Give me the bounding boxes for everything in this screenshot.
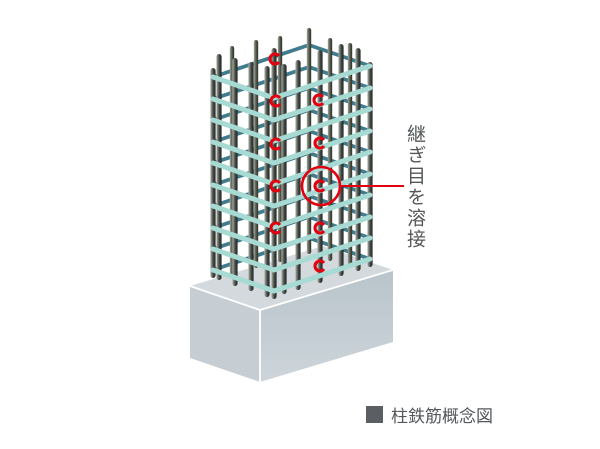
- hoop-front-edges: [210, 63, 373, 294]
- weld-marks: [268, 52, 326, 273]
- weld-joint-label: 継ぎ目を溶接: [403, 124, 425, 250]
- caption-text: 柱鉄筋概念図: [391, 407, 493, 426]
- weld-annotation: [300, 165, 404, 207]
- caption-square-marker: [366, 406, 383, 423]
- caption: 柱鉄筋概念図: [366, 402, 493, 427]
